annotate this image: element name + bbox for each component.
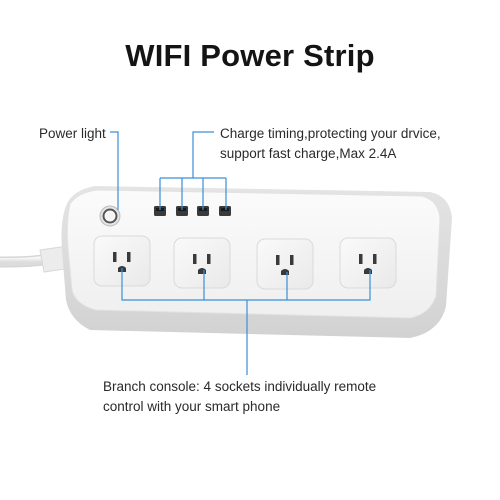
ac-socket-icon <box>93 235 151 287</box>
power-button-icon <box>99 205 121 227</box>
charge-label-line-2: support fast charge,Max 2.4A <box>220 146 397 161</box>
ac-socket-icon <box>173 237 231 289</box>
branch-label-line-1: Branch console: 4 sockets individually r… <box>103 379 377 394</box>
socket-bracket <box>121 268 371 301</box>
ac-socket-icon <box>339 237 397 289</box>
ac-sockets <box>93 235 397 290</box>
usb-port-icon <box>219 206 231 216</box>
charge-label: Charge timing,protecting your drvice, su… <box>220 124 490 164</box>
callout-lines <box>110 131 371 375</box>
branch-label-line-2: control with your smart phone <box>103 399 281 414</box>
power-light-label: Power light <box>39 124 106 144</box>
power-light-text: Power light <box>39 126 106 141</box>
ac-socket-icon <box>256 238 314 290</box>
charge-label-line-1: Charge timing,protecting your drvice, <box>220 126 441 141</box>
power-light-leader <box>110 131 119 210</box>
power-cord-icon <box>0 245 73 273</box>
usb-leader <box>192 131 214 178</box>
branch-console-label: Branch console: 4 sockets individually r… <box>103 377 433 417</box>
page-title: WIFI Power Strip <box>125 38 375 73</box>
